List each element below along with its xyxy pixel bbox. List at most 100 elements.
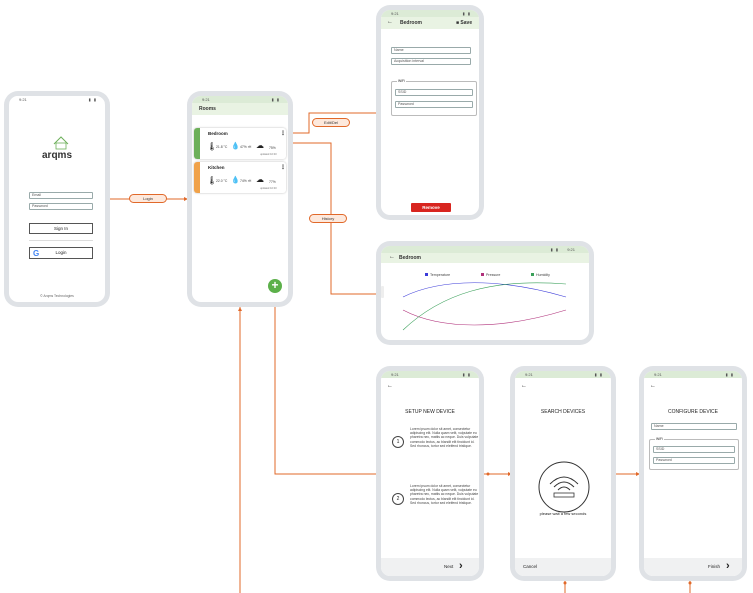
- wifi-group-label: WiFi: [655, 437, 664, 441]
- ssid-input[interactable]: SSID: [395, 89, 473, 96]
- detail-app-bar: ← Bedroom: [381, 253, 589, 263]
- status-icons: ▮ ▮: [462, 11, 471, 16]
- status-time: 9:21: [525, 372, 533, 377]
- ssid-input[interactable]: SSID: [653, 446, 735, 453]
- rooms-screen: 9:21 ▮ ▮ Rooms Bedroom ⋮ 🌡 21.8 °C 💧 47% …: [192, 96, 288, 302]
- side-button: [381, 286, 384, 298]
- wifi-password-input[interactable]: Password: [653, 457, 735, 464]
- search-bottom-bar: Cancel: [515, 558, 611, 576]
- room-name: Kitchen: [208, 165, 225, 170]
- status-time: 9:21: [19, 97, 27, 102]
- detail-title: Bedroom: [399, 255, 421, 261]
- thermometer-icon: 🌡: [207, 176, 218, 185]
- status-time: 9:21: [567, 247, 575, 252]
- status-time: 9:21: [654, 372, 662, 377]
- series-line-2: [402, 309, 567, 326]
- thermometer-icon: 🌡: [207, 142, 218, 151]
- house-logo-icon: [53, 136, 69, 150]
- status-time: 9:21: [391, 372, 399, 377]
- rooms-phone: 9:21 ▮ ▮ Rooms Bedroom ⋮ 🌡 21.8 °C 💧 47% …: [187, 91, 293, 307]
- finish-button[interactable]: Finish: [708, 564, 721, 569]
- flow-label-login: Login: [129, 194, 167, 203]
- cloud-icon: ☁: [256, 141, 264, 150]
- add-device-fab[interactable]: +: [268, 279, 282, 293]
- room-card-bedroom[interactable]: Bedroom ⋮ 🌡 21.8 °C 💧 47% rH ☁ 75% updat…: [194, 128, 286, 159]
- login-footer: © Arqms Technologies: [40, 294, 74, 298]
- configure-phone: 9:21▮ ▮ ← CONFIGURE DEVICE Name WiFi SSI…: [639, 366, 747, 581]
- google-login-label: Login: [55, 250, 67, 255]
- room-card-kitchen[interactable]: Kitchen ⋮ 🌡 22.0 °C 💧 74% rH ☁ 77% updat…: [194, 162, 286, 193]
- connector-fab-setup: [274, 293, 383, 475]
- edit-phone: 9:21 ▮ ▮ ← Bedroom ■ Save Name Acquisitio…: [376, 5, 484, 220]
- status-time: 9:21: [202, 97, 210, 102]
- series-line-3: [402, 282, 567, 331]
- status-icons: ▮ ▮: [271, 97, 280, 102]
- device-name-input[interactable]: Name: [651, 423, 737, 430]
- search-screen: 9:21 ▮ ▮ ← SEARCH DEVICES please wait a f…: [515, 371, 611, 576]
- sign-in-button[interactable]: Sign In: [29, 223, 93, 234]
- password-input[interactable]: Password: [29, 203, 93, 210]
- status-icons: ▮ ▮: [88, 97, 97, 102]
- configure-title: CONFIGURE DEVICE: [667, 409, 718, 415]
- step-2-badge: 2: [392, 493, 404, 505]
- room-updated: updated 10:03: [260, 187, 277, 190]
- legend-label-3: Humidity: [536, 273, 550, 277]
- legend-swatch-1: [425, 273, 428, 276]
- legend-swatch-2: [481, 273, 484, 276]
- rooms-title: Rooms: [199, 106, 216, 112]
- back-arrow-icon[interactable]: ←: [387, 19, 393, 25]
- room-name: Bedroom: [208, 131, 228, 136]
- save-icon: ■: [456, 20, 461, 26]
- name-input[interactable]: Name: [391, 47, 471, 54]
- setup-screen: 9:21▮ ▮ ← SETUP NEW DEVICE 1 Lorem ipsum…: [381, 371, 479, 576]
- status-time: 9:21: [391, 11, 399, 16]
- legend-label-1: Temperature: [430, 273, 450, 277]
- cancel-button[interactable]: Cancel: [523, 564, 538, 569]
- next-label[interactable]: Next: [444, 564, 454, 569]
- chevron-right-icon[interactable]: ›: [459, 560, 463, 572]
- chevron-right-icon[interactable]: ›: [726, 560, 730, 572]
- email-input[interactable]: Email: [29, 192, 93, 199]
- droplet-icon: 💧: [231, 177, 240, 184]
- room-menu-icon[interactable]: ⋮: [280, 165, 286, 171]
- back-arrow-icon[interactable]: ←: [521, 383, 527, 389]
- step-2-text: Lorem ipsum dolor sit amet, consectetur …: [410, 484, 479, 505]
- google-login-button[interactable]: G Login: [29, 247, 93, 259]
- room-updated: updated 10:03: [260, 153, 277, 156]
- search-phone: 9:21 ▮ ▮ ← SEARCH DEVICES please wait a f…: [510, 366, 616, 581]
- series-line-1: [402, 282, 567, 298]
- room-menu-icon[interactable]: ⋮: [280, 131, 286, 137]
- status-icons: ▮ ▮: [462, 372, 471, 377]
- flow-label-edit: Edit/Del: [312, 118, 350, 127]
- wifi-group: WiFi SSID Password: [391, 79, 477, 116]
- search-title: SEARCH DEVICES: [540, 409, 586, 415]
- google-icon: G: [33, 249, 40, 258]
- room-air-quality: 75%: [269, 146, 276, 150]
- remove-button[interactable]: Remove: [411, 203, 451, 212]
- save-label: Save: [460, 20, 473, 26]
- configure-screen: 9:21▮ ▮ ← CONFIGURE DEVICE Name WiFi SSI…: [644, 371, 742, 576]
- step-1-text: Lorem ipsum dolor sit amet, consectetur …: [410, 427, 479, 448]
- setup-bottom-bar: Next ›: [381, 558, 479, 576]
- legend-swatch-3: [531, 273, 534, 276]
- back-arrow-icon[interactable]: ←: [387, 383, 393, 389]
- room-temperature: 22.0 °C: [216, 179, 228, 183]
- configure-bottom-bar: Finish ›: [644, 558, 742, 576]
- room-status-stripe: [194, 128, 200, 159]
- wifi-password-input[interactable]: Password: [395, 101, 473, 108]
- interval-input[interactable]: Acquisition interval: [391, 58, 471, 65]
- search-wait-text: please wait a few seconds: [539, 511, 587, 516]
- edit-app-bar: ← Bedroom ■ Save: [381, 17, 479, 29]
- rooms-app-bar: Rooms: [192, 103, 288, 115]
- cloud-icon: ☁: [256, 175, 264, 184]
- flow-label-history: History: [309, 214, 347, 223]
- back-arrow-icon[interactable]: ←: [389, 254, 395, 260]
- save-button[interactable]: ■ Save: [456, 20, 472, 26]
- droplet-icon: 💧: [231, 143, 240, 150]
- back-arrow-icon[interactable]: ←: [650, 383, 656, 389]
- status-icons: ▮ ▮: [594, 372, 603, 377]
